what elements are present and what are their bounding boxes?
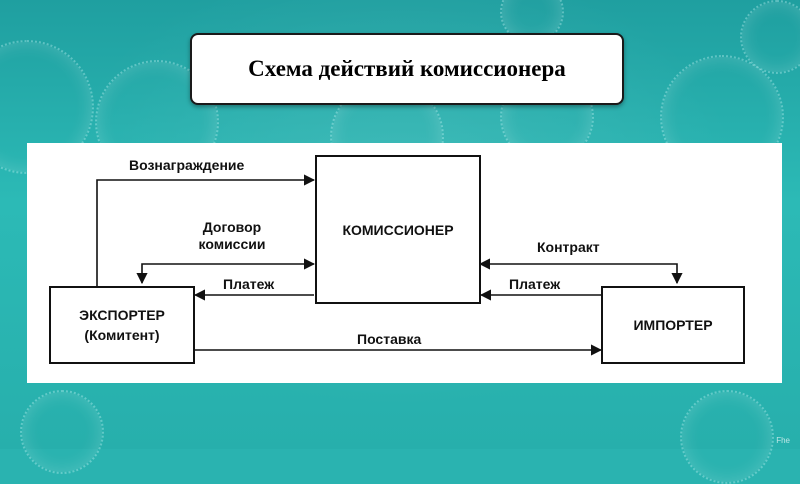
label-commission-contract-line2: комиссии <box>198 236 266 252</box>
snowflake-decoration <box>680 390 774 484</box>
slide-title: Схема действий комиссионера <box>248 56 566 81</box>
label-contract: Контракт <box>537 239 600 255</box>
snowflake-decoration <box>20 390 104 474</box>
diagram-panel: КОМИССИОНЕР ЭКСПОРТЕР (Комитент) ИМПОРТЕ… <box>27 143 782 383</box>
node-exporter-label: ЭКСПОРТЕР <box>79 307 165 323</box>
edge-commission-contract <box>136 258 316 285</box>
watermark: Fhe <box>776 436 790 445</box>
label-delivery: Поставка <box>357 331 422 347</box>
node-exporter-sublabel: (Комитент) <box>84 327 160 343</box>
title-box: Схема действий комиссионера <box>190 33 624 105</box>
node-exporter: ЭКСПОРТЕР (Комитент) <box>49 286 195 364</box>
node-importer: ИМПОРТЕР <box>601 286 745 364</box>
node-commissioner: КОМИССИОНЕР <box>315 155 481 304</box>
label-commission-contract-line1: Договор <box>202 219 262 235</box>
edge-reward <box>96 174 316 286</box>
label-payment-right: Платеж <box>509 276 561 292</box>
node-importer-label: ИМПОРТЕР <box>633 317 713 333</box>
edge-contract <box>478 258 683 285</box>
node-commissioner-label: КОМИССИОНЕР <box>342 221 454 238</box>
label-reward: Вознаграждение <box>129 157 245 173</box>
label-commission-contract: Договор комиссии <box>177 219 287 253</box>
label-payment-left: Платеж <box>223 276 275 292</box>
diagram-edges <box>96 174 683 356</box>
snowflake-decoration <box>740 0 800 74</box>
